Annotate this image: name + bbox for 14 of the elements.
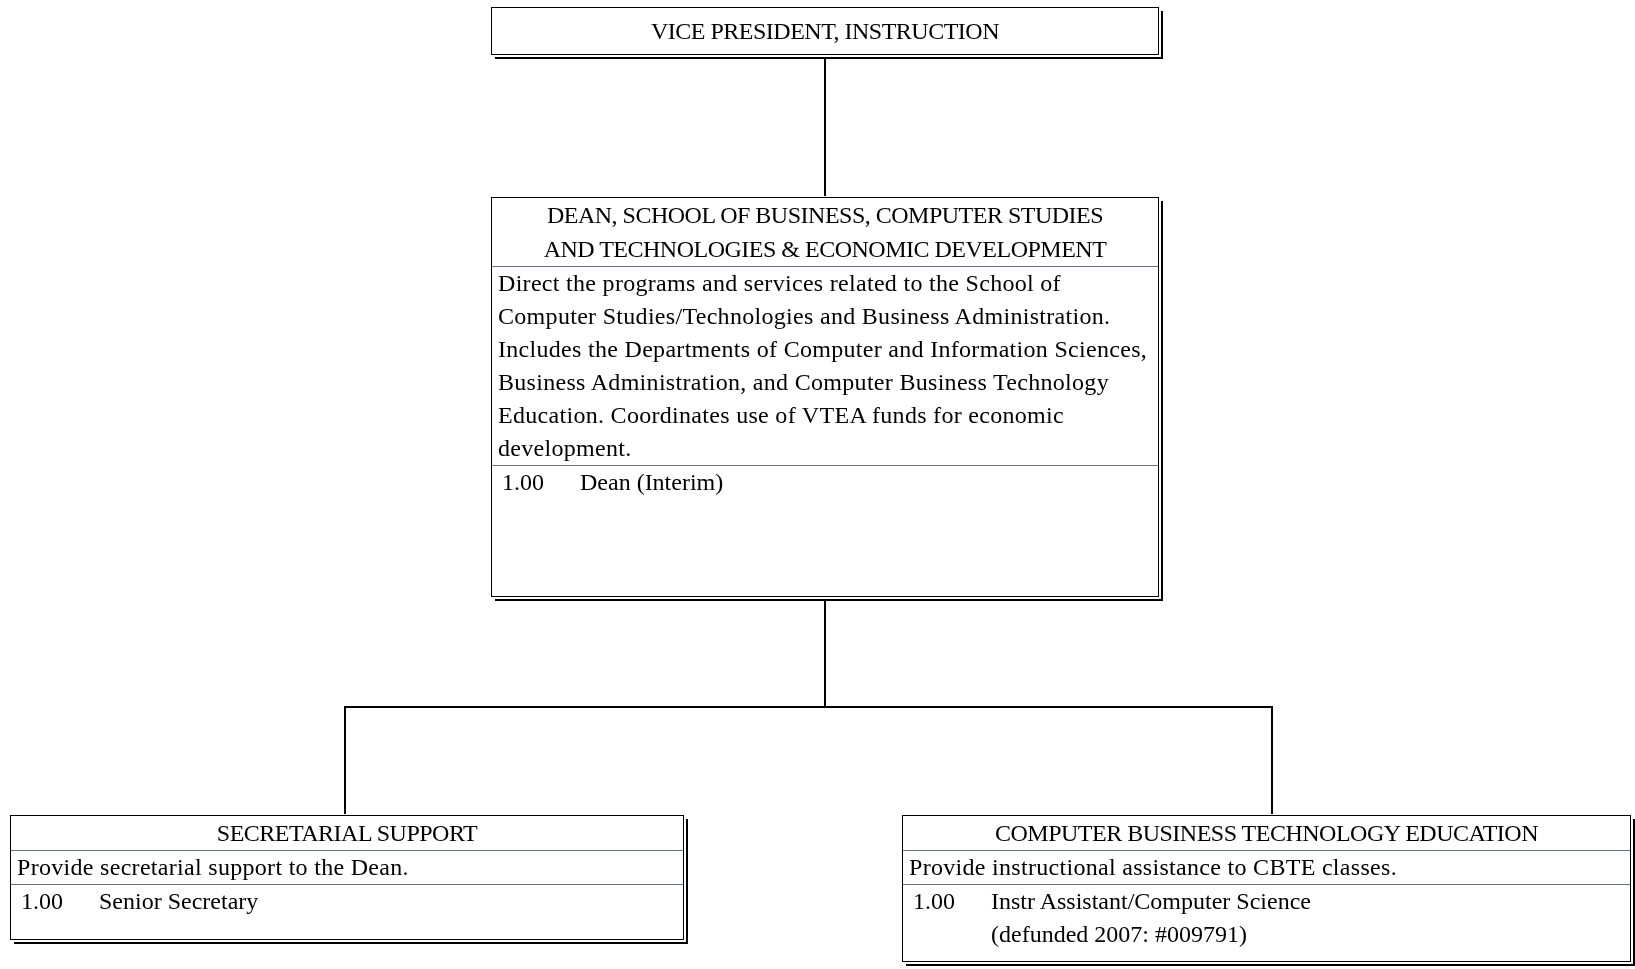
- fte-number: 1.00: [21, 887, 64, 916]
- position-title: Senior Secretary: [99, 887, 260, 916]
- description-text: Provide secretarial support to the Dean.: [11, 851, 683, 885]
- description-text: Direct the programs and services related to the School of Computer Studies/Technologies and Business Administration. Includes the Departments of Computer and Information Sciences, Business Administration, and Computer Business Technology Education. Coordinates use of VTEA funds for economic development.: [492, 267, 1158, 466]
- fte-number: 1.00: [913, 887, 956, 916]
- connector-line: [824, 56, 826, 197]
- position-title: Instr Assistant/Computer Science (defunded 2007: #009791): [991, 887, 1312, 949]
- box-title: SECRETARIAL SUPPORT: [11, 816, 683, 851]
- position-title: Dean (Interim): [580, 468, 725, 497]
- box-title: DEAN, SCHOOL OF BUSINESS, COMPUTER STUDIES AND TECHNOLOGIES & ECONOMIC DEVELOPMENT: [492, 198, 1158, 267]
- box-title: VICE PRESIDENT, INSTRUCTION: [649, 17, 1000, 46]
- description-text: Provide instructional assistance to CBTE classes.: [903, 851, 1630, 885]
- box-title: COMPUTER BUSINESS TECHNOLOGY EDUCATION: [903, 816, 1630, 851]
- fte-number: 1.00: [502, 468, 545, 497]
